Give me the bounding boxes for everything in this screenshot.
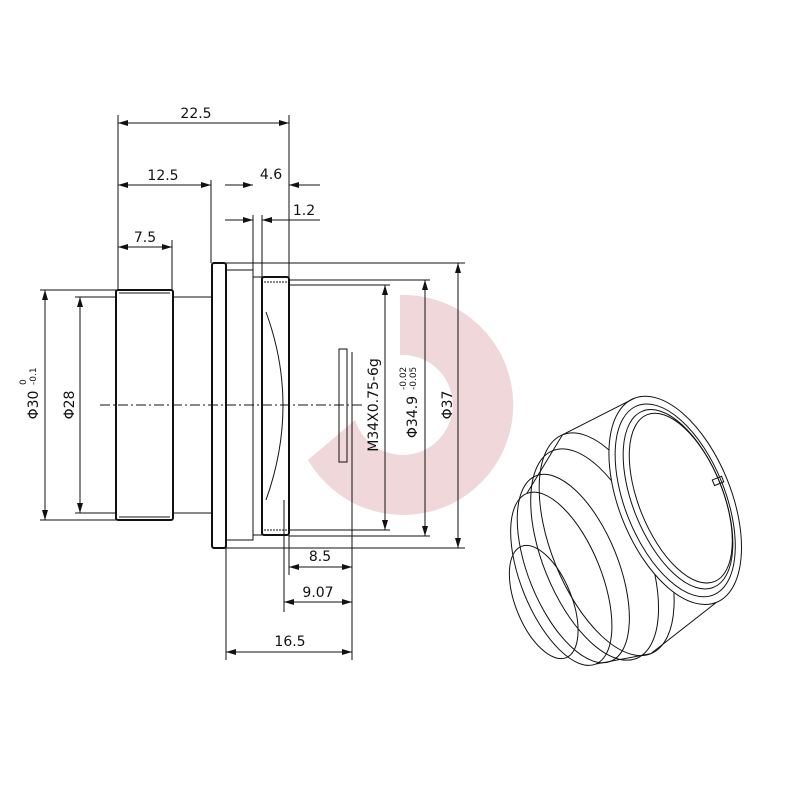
tol-upper-30: 0: [19, 379, 29, 385]
lens-side-view: [100, 262, 365, 549]
watermark-logo: [308, 294, 514, 515]
lens-isometric-view: [508, 395, 743, 666]
dim-9-07: 9.07: [302, 585, 333, 601]
dimension-labels: 22.5 12.5 4.6 1.2 7.5 8.5 9.07 16.5 Φ30 …: [19, 106, 456, 650]
dimension-lines: [42, 120, 461, 655]
dim-phi-34-9: Φ34.9: [405, 396, 421, 438]
tol-lower-30: -0.1: [29, 367, 39, 385]
dim-4-6: 4.6: [260, 167, 282, 183]
groove: [252, 276, 263, 536]
thread-section: [261, 276, 290, 536]
dim-phi-30: Φ30: [26, 391, 42, 420]
tol-lower-34-9: -0.05: [409, 367, 419, 390]
dim-phi-37: Φ37: [440, 391, 456, 420]
lens-surface: [265, 311, 284, 501]
dim-1-2: 1.2: [293, 203, 315, 219]
dim-12-5: 12.5: [147, 168, 178, 184]
dim-16-5: 16.5: [274, 634, 305, 650]
dim-7-5: 7.5: [134, 230, 156, 246]
extension-lines: [40, 115, 465, 660]
dim-22-5: 22.5: [180, 106, 211, 122]
dim-thread-spec: M34X0.75-6g: [366, 358, 382, 452]
tol-upper-34-9: -0.02: [399, 367, 409, 390]
dim-8-5: 8.5: [309, 549, 331, 565]
dim-phi-28: Φ28: [62, 391, 78, 420]
